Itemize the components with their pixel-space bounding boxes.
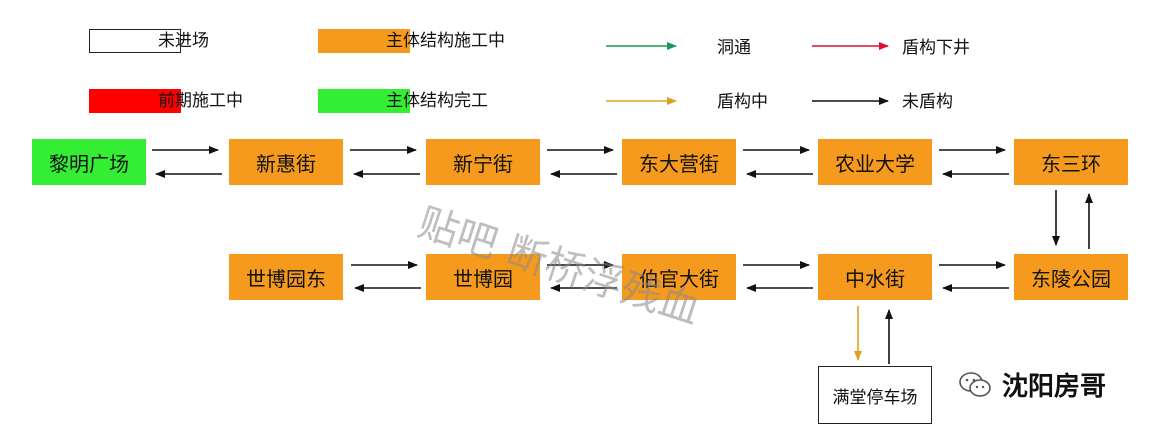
arrow-pair-xinhui-xinning (350, 146, 420, 178)
station-agri-university: 农业大学 (818, 139, 932, 185)
legend-swatch-main-structure-in-progress (318, 29, 410, 53)
legend-swatch-early-stage (89, 89, 181, 113)
arrow-pair-boguan-zhongshui (743, 261, 813, 292)
station-boguan-street: 伯官大街 (622, 254, 736, 300)
legend-label-shield-lowered: 盾构下井 (902, 38, 970, 58)
legend-label-tunnel-through: 洞通 (717, 38, 751, 58)
arrow-pair-dongdaying-agri (743, 146, 813, 178)
station-label: 伯官大街 (639, 266, 719, 291)
station-mantang-depot: 满堂停车场 (818, 366, 932, 424)
station-label: 东陵公园 (1031, 266, 1111, 291)
station-shibo-garden-east: 世博园东 (229, 254, 343, 300)
station-label: 世博园东 (246, 266, 326, 291)
station-xinning-street: 新宁街 (426, 139, 540, 185)
station-label: 世博园 (453, 266, 513, 291)
legend-label-main-structure-in-progress: 主体结构施工中 (386, 31, 505, 51)
legend-label-no-shield: 未盾构 (902, 92, 953, 112)
station-label: 农业大学 (835, 151, 915, 176)
arrow-pair-agri-dongsanhuan (939, 146, 1009, 178)
brand-name: 沈阳房哥 (1002, 372, 1107, 402)
station-zhongshui-street: 中水街 (818, 254, 932, 300)
station-liming-square: 黎明广场 (32, 139, 146, 185)
legend-label-not-entered: 未进场 (158, 31, 209, 51)
station-dongdaying-street: 东大营街 (622, 139, 736, 185)
legend-label-shield-in-progress: 盾构中 (717, 92, 768, 112)
arrow-pair-shibo-boguan (547, 261, 617, 292)
depot-label: 满堂停车场 (832, 387, 918, 408)
legend-swatch-not-entered (89, 29, 181, 53)
arrow-pair-xinning-dongdaying (547, 146, 617, 178)
wechat-icon (959, 371, 991, 397)
station-shibo-garden: 世博园 (426, 254, 540, 300)
legend-swatch-main-structure-done (318, 89, 410, 113)
station-xinhui-street: 新惠街 (229, 139, 343, 185)
legend-label-early-stage: 前期施工中 (158, 91, 243, 111)
station-label: 东大营街 (639, 151, 719, 176)
station-label: 新惠街 (256, 151, 316, 176)
station-label: 新宁街 (453, 151, 513, 176)
brand-mark: 沈阳房哥 (958, 366, 1106, 403)
arrow-pair-zhongshui-dongling (939, 261, 1009, 292)
station-label: 东三环 (1041, 151, 1101, 176)
station-dongsanhuan: 东三环 (1014, 139, 1128, 185)
arrow-pair-liming-xinhui (152, 146, 222, 178)
station-dongling-park: 东陵公园 (1014, 254, 1128, 300)
arrow-pair-dongsanhuan-dongling (1052, 190, 1093, 249)
station-label: 黎明广场 (49, 151, 129, 176)
arrow-pair-shibo-east-shibo (351, 261, 421, 292)
station-label: 中水街 (845, 266, 905, 291)
legend-label-main-structure-done: 主体结构完工 (386, 91, 488, 111)
